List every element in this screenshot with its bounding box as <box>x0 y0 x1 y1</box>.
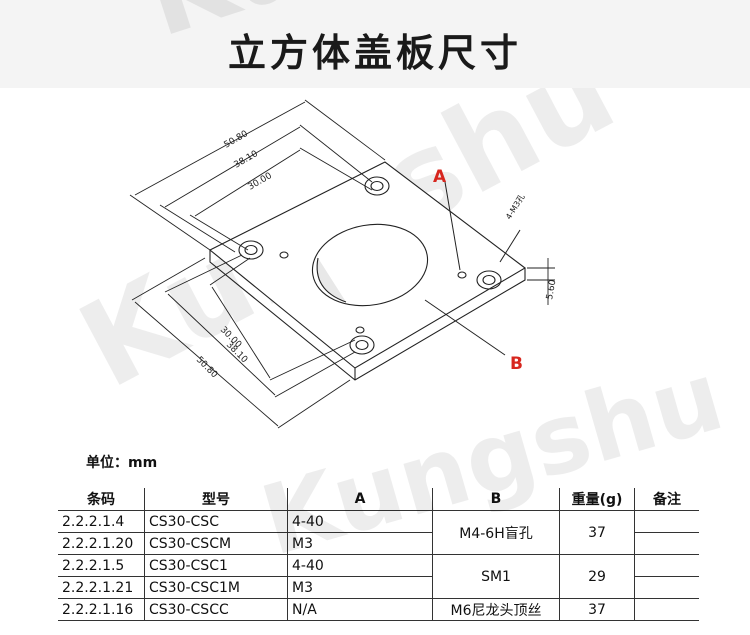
table-row: 2.2.2.1.16 CS30-CSCC N/A M6尼龙头顶丝 37 <box>58 598 699 621</box>
spec-table: 条码 型号 A B 重量(g) 备注 2.2.2.1.4 CS30-CSC 4-… <box>58 488 699 621</box>
cover-plate-drawing: Kungshu <box>58 88 635 429</box>
cell-model: CS30-CSCC <box>144 598 288 621</box>
cell-barcode: 2.2.2.1.21 <box>58 576 145 599</box>
cell-b: SM1 <box>432 554 560 599</box>
table-row: 2.2.2.1.21 CS30-CSC1M M3 <box>58 576 699 599</box>
table-header-row: 条码 型号 A B 重量(g) 备注 <box>58 488 699 511</box>
unit-label: 单位：mm <box>86 455 158 471</box>
center-hole <box>311 223 429 307</box>
header-weight: 重量(g) <box>559 488 635 511</box>
cell-weight: 29 <box>559 554 635 599</box>
cell-model: CS30-CSCM <box>144 532 288 555</box>
cell-barcode: 2.2.2.1.4 <box>58 510 145 533</box>
cell-model: CS30-CSC1M <box>144 576 288 599</box>
table-row: 2.2.2.1.20 CS30-CSCM M3 <box>58 532 699 555</box>
cell-notes <box>634 598 699 621</box>
small-hole-1 <box>279 251 289 259</box>
cell-barcode: 2.2.2.1.16 <box>58 598 145 621</box>
cell-a: M3 <box>287 532 433 555</box>
dim-top-2: 38.10 <box>233 149 261 171</box>
cell-weight: 37 <box>559 598 635 621</box>
dim-top-1: 50.80 <box>223 129 251 151</box>
title-band <box>0 0 750 88</box>
header-model: 型号 <box>144 488 288 511</box>
cell-barcode: 2.2.2.1.20 <box>58 532 145 555</box>
header-b: B <box>432 488 560 511</box>
dim-thickness: 5.60 <box>545 279 558 301</box>
label-a: A <box>433 167 447 187</box>
cell-notes <box>634 510 699 533</box>
label-b: B <box>510 354 523 374</box>
cell-a: 4-40 <box>287 554 433 577</box>
cell-model: CS30-CSC <box>144 510 288 533</box>
header-barcode: 条码 <box>58 488 145 511</box>
cell-b: M6尼龙头顶丝 <box>432 598 560 621</box>
hole-bottom <box>349 335 375 355</box>
hole-right <box>476 270 502 290</box>
small-hole-3 <box>355 326 365 334</box>
small-hole-2 <box>457 271 467 279</box>
cell-a: N/A <box>287 598 433 621</box>
cell-a: 4-40 <box>287 510 433 533</box>
table-row: 2.2.2.1.5 CS30-CSC1 4-40 SM1 29 <box>58 554 699 599</box>
cell-a: M3 <box>287 576 433 599</box>
cell-model: CS30-CSC1 <box>144 554 288 577</box>
header-notes: 备注 <box>634 488 699 511</box>
cell-weight: 37 <box>559 510 635 555</box>
cell-barcode: 2.2.2.1.5 <box>58 554 145 577</box>
cell-notes <box>634 532 699 555</box>
header-a: A <box>287 488 433 511</box>
cell-notes <box>634 554 699 577</box>
hole-left <box>238 240 264 260</box>
cell-notes <box>634 576 699 599</box>
cell-b: M4-6H盲孔 <box>432 510 560 555</box>
table-row: 2.2.2.1.4 CS30-CSC 4-40 M4-6H盲孔 37 <box>58 510 699 555</box>
page-title: 立方体盖板尺寸 <box>227 31 522 75</box>
